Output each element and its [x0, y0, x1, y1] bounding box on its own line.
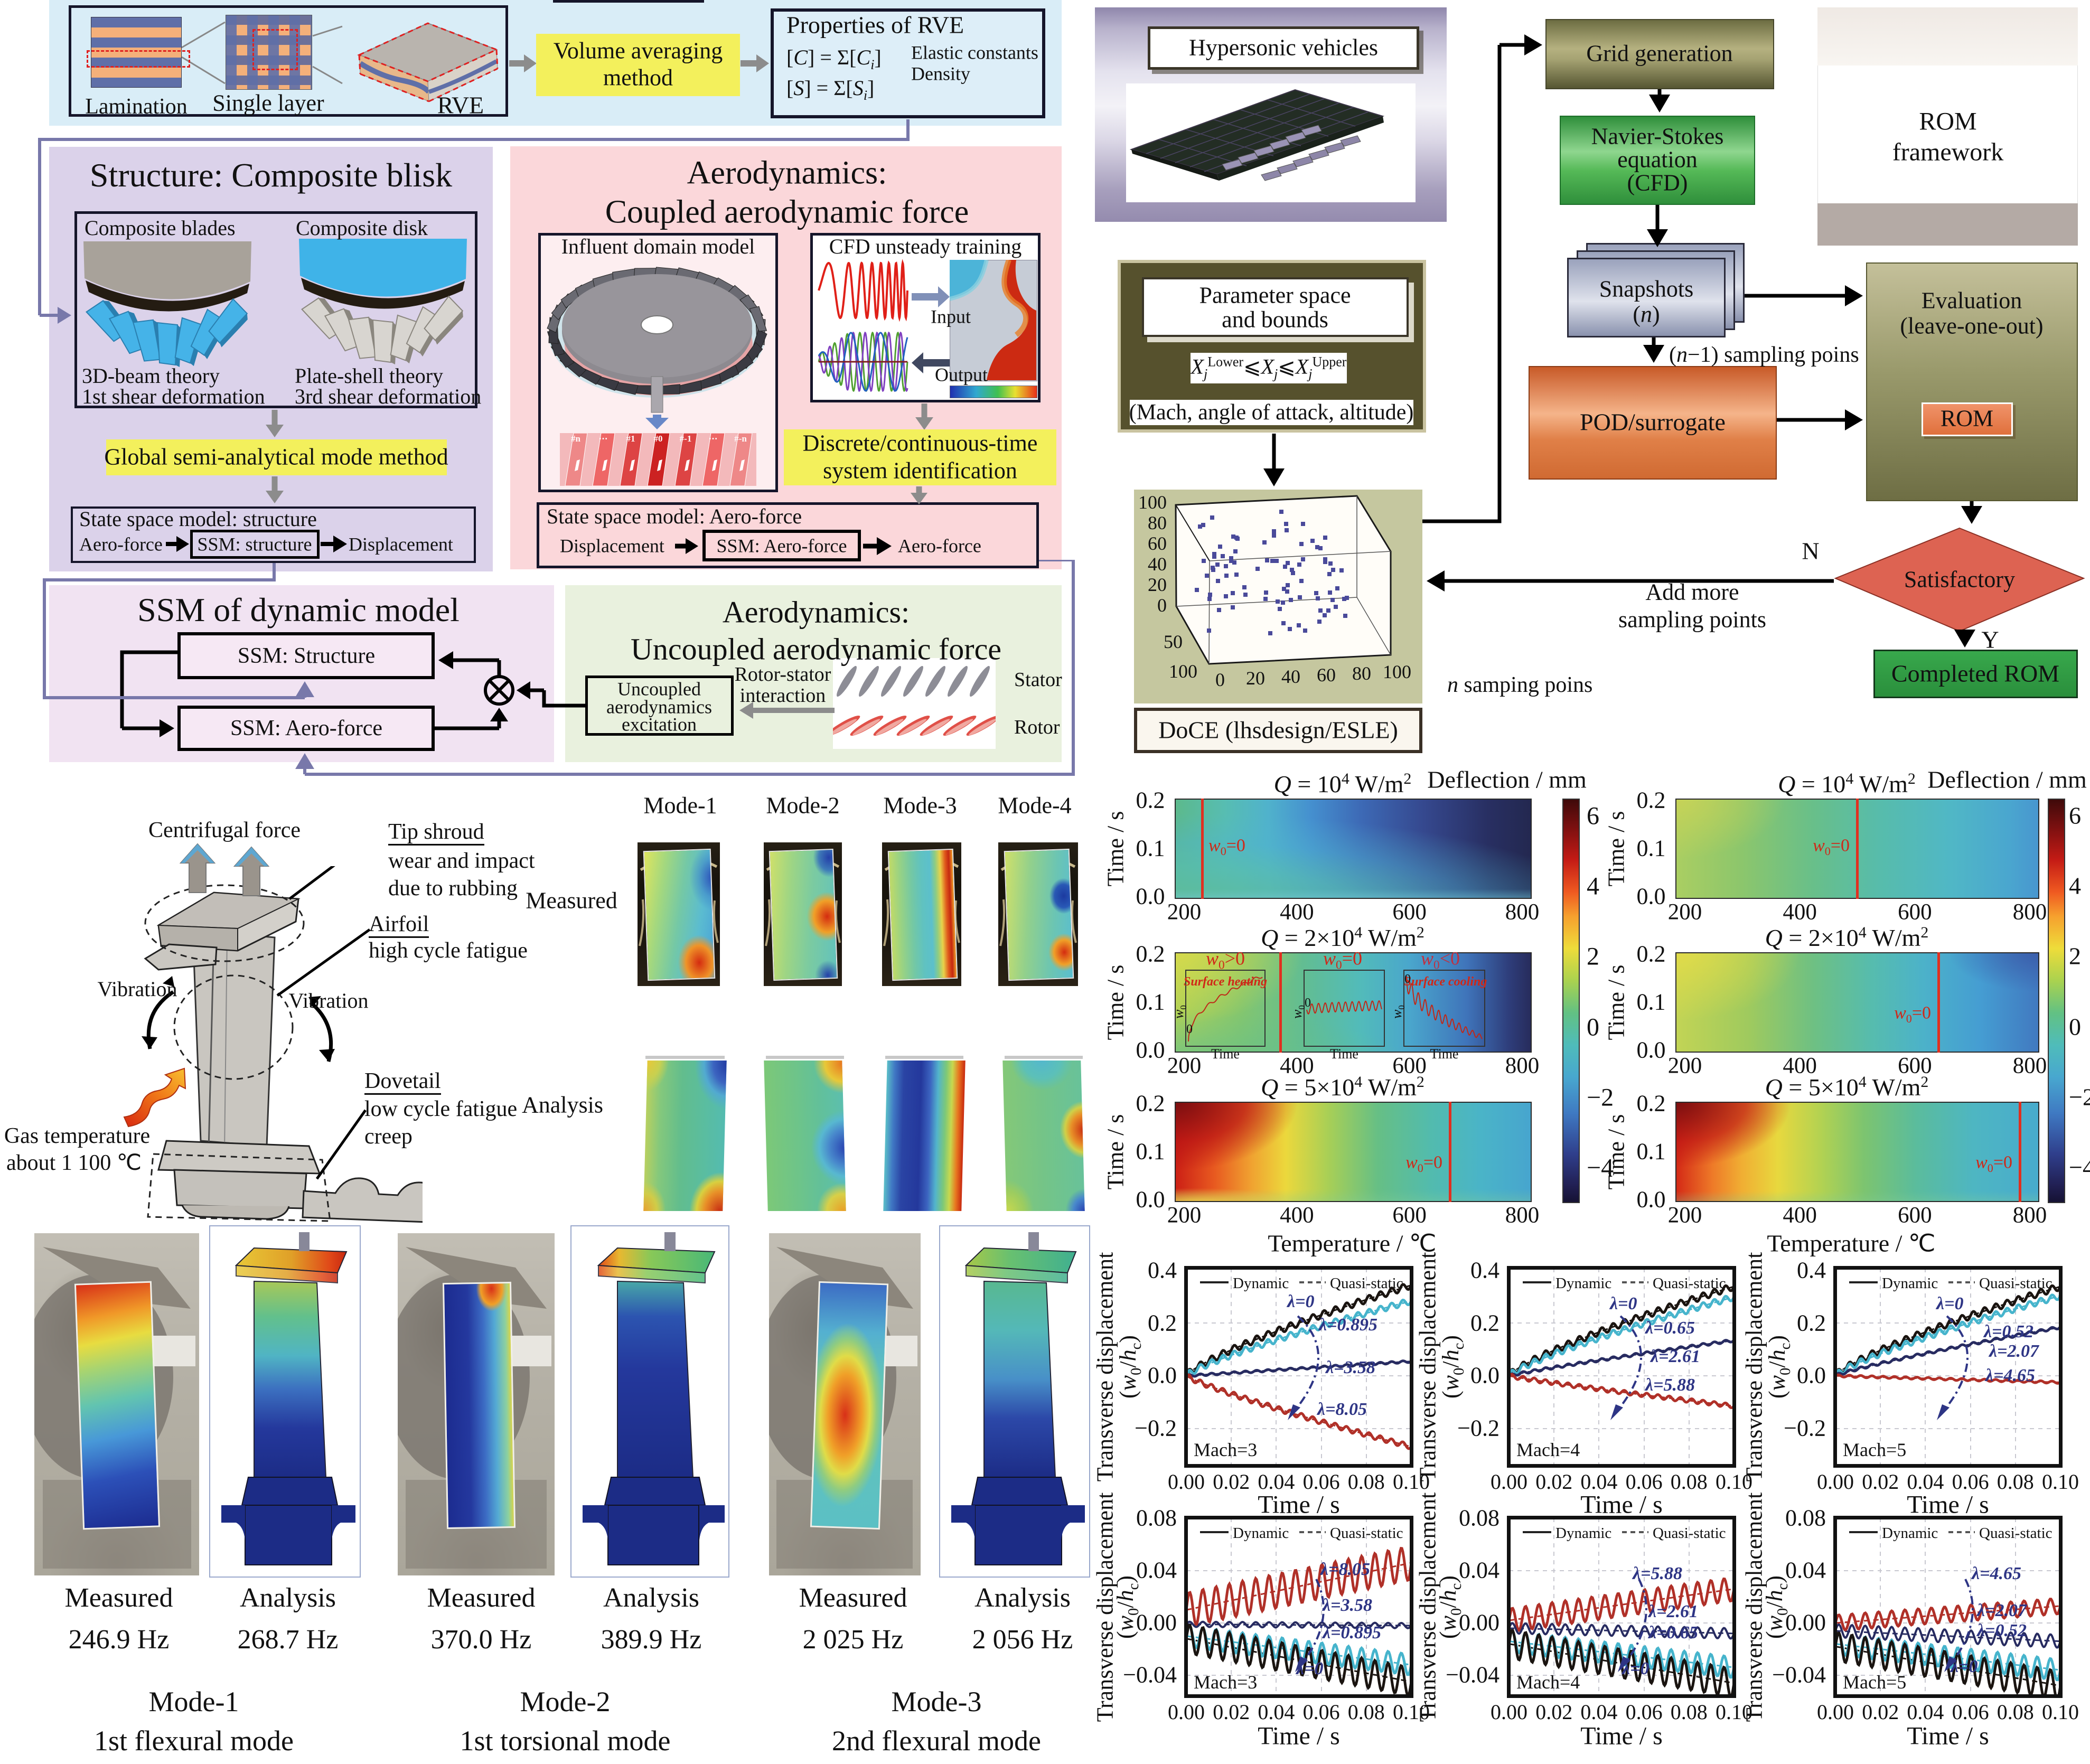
svg-text:λ=0: λ=0 [1935, 1294, 1963, 1313]
svg-text:20: 20 [1148, 574, 1167, 595]
svg-text:0: 0 [1215, 669, 1225, 690]
svg-text:λ=0: λ=0 [1621, 1659, 1649, 1678]
svg-text:60: 60 [1148, 533, 1167, 554]
svg-text:⋯: ⋯ [599, 434, 608, 444]
svg-text:⋯: ⋯ [709, 434, 718, 444]
svg-text:50: 50 [1164, 631, 1183, 652]
svg-text:λ=3.58: λ=3.58 [1322, 1596, 1372, 1615]
svg-text:Quasi-static: Quasi-static [1653, 1275, 1726, 1292]
svg-text:Quasi-static: Quasi-static [1330, 1275, 1403, 1292]
svg-text:λ=0.52: λ=0.52 [1983, 1322, 2033, 1341]
svg-text:λ=0.65: λ=0.65 [1647, 1623, 1698, 1643]
svg-text:Mach=3: Mach=3 [1194, 1672, 1257, 1693]
svg-text:λ=0: λ=0 [1609, 1294, 1637, 1313]
svg-text:Dynamic: Dynamic [1233, 1275, 1289, 1292]
svg-text:80: 80 [1352, 663, 1371, 684]
svg-text:#-1: #-1 [680, 434, 692, 444]
svg-text:Quasi-static: Quasi-static [1653, 1525, 1726, 1542]
svg-text:60: 60 [1317, 664, 1336, 686]
svg-text:Mach=4: Mach=4 [1516, 1439, 1580, 1460]
svg-text:Mach=5: Mach=5 [1843, 1439, 1906, 1460]
svg-text:100: 100 [1138, 492, 1167, 513]
svg-text:λ=2.61: λ=2.61 [1649, 1347, 1700, 1366]
svg-text:40: 40 [1281, 666, 1300, 687]
svg-text:λ=2.07: λ=2.07 [1988, 1341, 2040, 1361]
svg-text:λ=2.07: λ=2.07 [1976, 1601, 2028, 1620]
svg-text:Quasi-static: Quasi-static [1979, 1275, 2052, 1292]
svg-text:40: 40 [1148, 553, 1167, 575]
svg-text:#1: #1 [626, 434, 635, 444]
svg-text:λ=5.88: λ=5.88 [1632, 1564, 1682, 1583]
svg-text:Mach=3: Mach=3 [1194, 1439, 1257, 1460]
svg-text:λ=0.895: λ=0.895 [1318, 1315, 1377, 1335]
svg-text:λ=2.61: λ=2.61 [1647, 1602, 1698, 1621]
svg-text:Dynamic: Dynamic [1555, 1525, 1611, 1542]
svg-text:Dynamic: Dynamic [1233, 1525, 1289, 1542]
svg-text:Mach=4: Mach=4 [1516, 1672, 1580, 1693]
svg-text:λ=8.05: λ=8.05 [1316, 1400, 1367, 1419]
svg-text:λ=3.58: λ=3.58 [1325, 1358, 1375, 1377]
svg-text:Quasi-static: Quasi-static [1979, 1525, 2052, 1542]
svg-text:λ=4.65: λ=4.65 [1984, 1366, 2035, 1385]
svg-text:λ=0: λ=0 [1295, 1659, 1323, 1678]
svg-text:λ=5.88: λ=5.88 [1644, 1375, 1695, 1395]
svg-text:0: 0 [1157, 595, 1167, 616]
svg-text:Dynamic: Dynamic [1882, 1525, 1938, 1542]
svg-text:20: 20 [1246, 668, 1265, 689]
svg-text:#0: #0 [654, 434, 663, 444]
svg-text:#n: #n [571, 434, 581, 444]
svg-text:Quasi-static: Quasi-static [1330, 1525, 1403, 1542]
svg-text:λ=0.65: λ=0.65 [1644, 1318, 1695, 1338]
svg-text:λ=0: λ=0 [1950, 1657, 1977, 1676]
svg-text:100: 100 [1169, 661, 1197, 682]
svg-text:λ=4.65: λ=4.65 [1971, 1564, 2021, 1583]
svg-text:Mach=5: Mach=5 [1843, 1672, 1906, 1693]
svg-text:λ=0: λ=0 [1286, 1292, 1314, 1311]
svg-text:λ=0.895: λ=0.895 [1322, 1623, 1381, 1643]
svg-text:λ=0.52: λ=0.52 [1976, 1621, 2027, 1640]
svg-text:100: 100 [1383, 661, 1411, 682]
svg-text:Dynamic: Dynamic [1555, 1275, 1611, 1292]
svg-text:Dynamic: Dynamic [1882, 1275, 1938, 1292]
svg-text:80: 80 [1148, 512, 1167, 533]
svg-text:λ=8.05: λ=8.05 [1319, 1560, 1370, 1579]
svg-text:#-n: #-n [734, 434, 747, 444]
